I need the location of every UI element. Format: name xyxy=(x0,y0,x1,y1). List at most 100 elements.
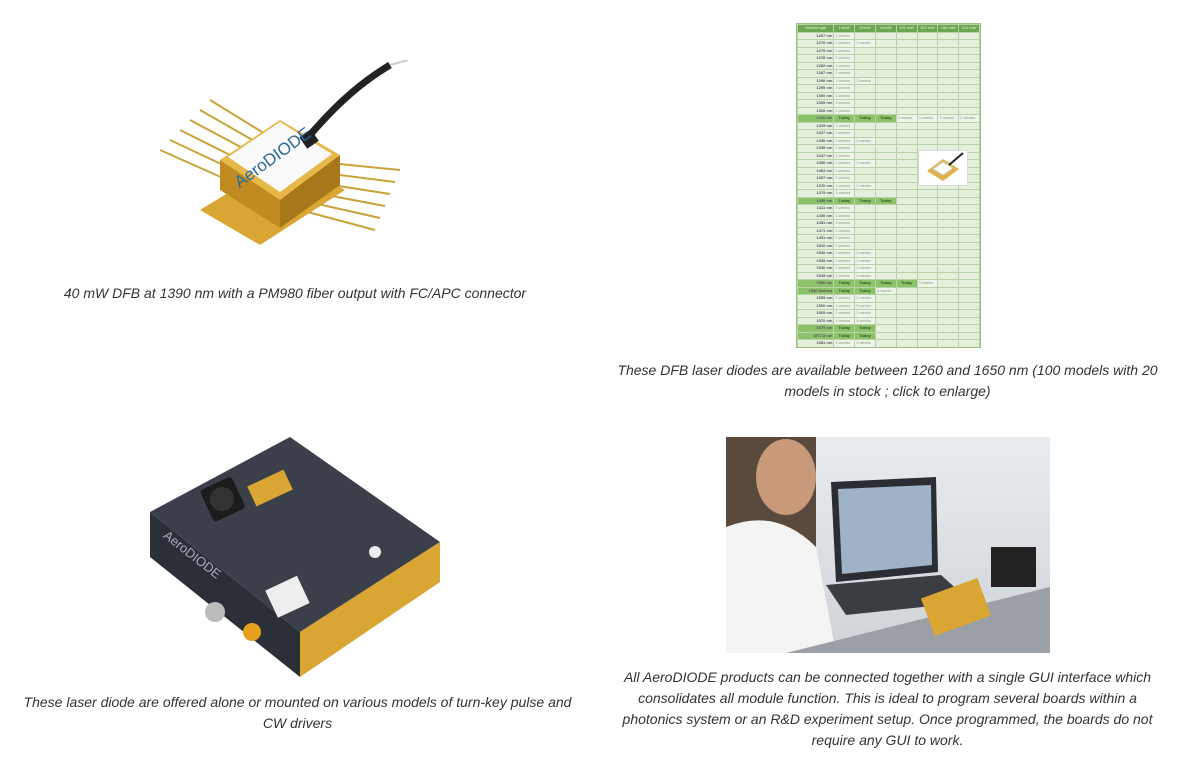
availability-cell xyxy=(916,189,939,198)
availability-cell: 3 weeks xyxy=(833,91,856,100)
availability-cell: Today xyxy=(854,279,876,288)
wavelength-cell: 1335 nm xyxy=(797,144,835,153)
availability-cell xyxy=(854,129,876,138)
wavelength-cell: 1550 nm xyxy=(797,279,835,288)
availability-cell: 3 weeks xyxy=(833,181,856,190)
availability-cell: 3 weeks xyxy=(833,159,856,168)
availability-cell xyxy=(874,234,897,243)
availability-cell xyxy=(874,301,897,310)
availability-cell: 3 weeks xyxy=(833,346,856,347)
availability-cell xyxy=(937,346,960,347)
availability-cell: 3 weeks xyxy=(833,54,856,63)
availability-cell xyxy=(958,91,980,100)
availability-cell xyxy=(937,316,960,325)
availability-cell xyxy=(937,91,960,100)
availability-cell xyxy=(874,189,897,198)
availability-cell xyxy=(916,324,939,333)
availability-cell xyxy=(874,31,897,40)
availability-cell: 3 weeks xyxy=(833,211,856,220)
availability-cell: 3 weeks xyxy=(833,84,856,93)
availability-cell: 3 weeks xyxy=(833,226,856,235)
availability-cell xyxy=(874,144,897,153)
availability-cell: Today xyxy=(854,331,876,340)
figure-caption: 40 mW DFB at 1390 nm with a PM980 fiber … xyxy=(63,285,527,301)
wavelength-cell: 1347 nm xyxy=(797,151,835,160)
availability-cell xyxy=(958,204,980,213)
availability-cell xyxy=(895,99,918,108)
availability-cell xyxy=(937,271,960,280)
availability-cell: 3 weeks xyxy=(854,159,876,168)
availability-cell xyxy=(874,256,897,265)
availability-cell: 3 weeks xyxy=(833,234,856,243)
availability-cell: 3 weeks xyxy=(916,279,939,288)
availability-cell xyxy=(895,264,918,273)
availability-cell xyxy=(958,84,980,93)
laser-driver-board-image: AeroDIODE xyxy=(140,432,445,682)
availability-cell xyxy=(895,196,918,205)
availability-cell: Today xyxy=(833,114,856,123)
availability-cell xyxy=(916,331,939,340)
availability-cell xyxy=(874,129,897,138)
wavelength-cell: 1560 nm xyxy=(797,301,835,310)
availability-cell xyxy=(895,54,918,63)
availability-cell: 3 weeks xyxy=(833,249,856,258)
table-header: Wavelength xyxy=(797,24,835,33)
availability-cell xyxy=(874,174,897,183)
wavelength-cell: 1310 nm xyxy=(797,114,835,123)
wavelength-cell: 1350 nm xyxy=(797,159,835,168)
wavelength-cell: 1290 nm xyxy=(797,76,835,85)
wavelength-cell: 1295 nm xyxy=(797,84,835,93)
availability-cell xyxy=(874,121,897,130)
availability-cell xyxy=(958,106,980,115)
availability-cell xyxy=(854,166,876,175)
availability-cell xyxy=(895,84,918,93)
availability-cell: Today xyxy=(854,324,876,333)
availability-cell: 3 weeks xyxy=(854,271,876,280)
wavelength-cell: 1367 nm xyxy=(797,174,835,183)
availability-cell: Today xyxy=(833,331,856,340)
availability-cell xyxy=(895,286,918,295)
wavelength-cell: 1327 nm xyxy=(797,129,835,138)
availability-cell xyxy=(916,219,939,228)
availability-cell xyxy=(916,54,939,63)
availability-cell xyxy=(854,211,876,220)
table-header: 10mW xyxy=(833,24,856,33)
availability-cell xyxy=(916,339,939,347)
availability-cell xyxy=(916,286,939,295)
availability-cell xyxy=(958,294,980,303)
availability-cell xyxy=(958,54,980,63)
availability-cell xyxy=(937,339,960,347)
wavelength-cell: 1577.5 nm xyxy=(797,331,835,340)
availability-cell xyxy=(937,84,960,93)
availability-cell xyxy=(958,256,980,265)
availability-cell xyxy=(895,204,918,213)
availability-cell: 3 weeks xyxy=(854,294,876,303)
availability-cell xyxy=(937,46,960,55)
availability-cell xyxy=(854,91,876,100)
caption-line: models in stock ; click to enlarge) xyxy=(784,383,991,399)
wavelength-cell: 1370 nm xyxy=(797,181,835,190)
availability-cell: 3 weeks xyxy=(833,144,856,153)
availability-cell xyxy=(854,204,876,213)
availability-cell xyxy=(854,69,876,78)
availability-cell xyxy=(958,279,980,288)
availability-cell xyxy=(937,309,960,318)
availability-cell xyxy=(916,211,939,220)
wavelength-cell: 1540 nm xyxy=(797,264,835,273)
availability-cell: Today xyxy=(833,196,856,205)
availability-cell: 3 weeks xyxy=(937,114,960,123)
availability-cell xyxy=(958,69,980,78)
availability-cell xyxy=(874,91,897,100)
